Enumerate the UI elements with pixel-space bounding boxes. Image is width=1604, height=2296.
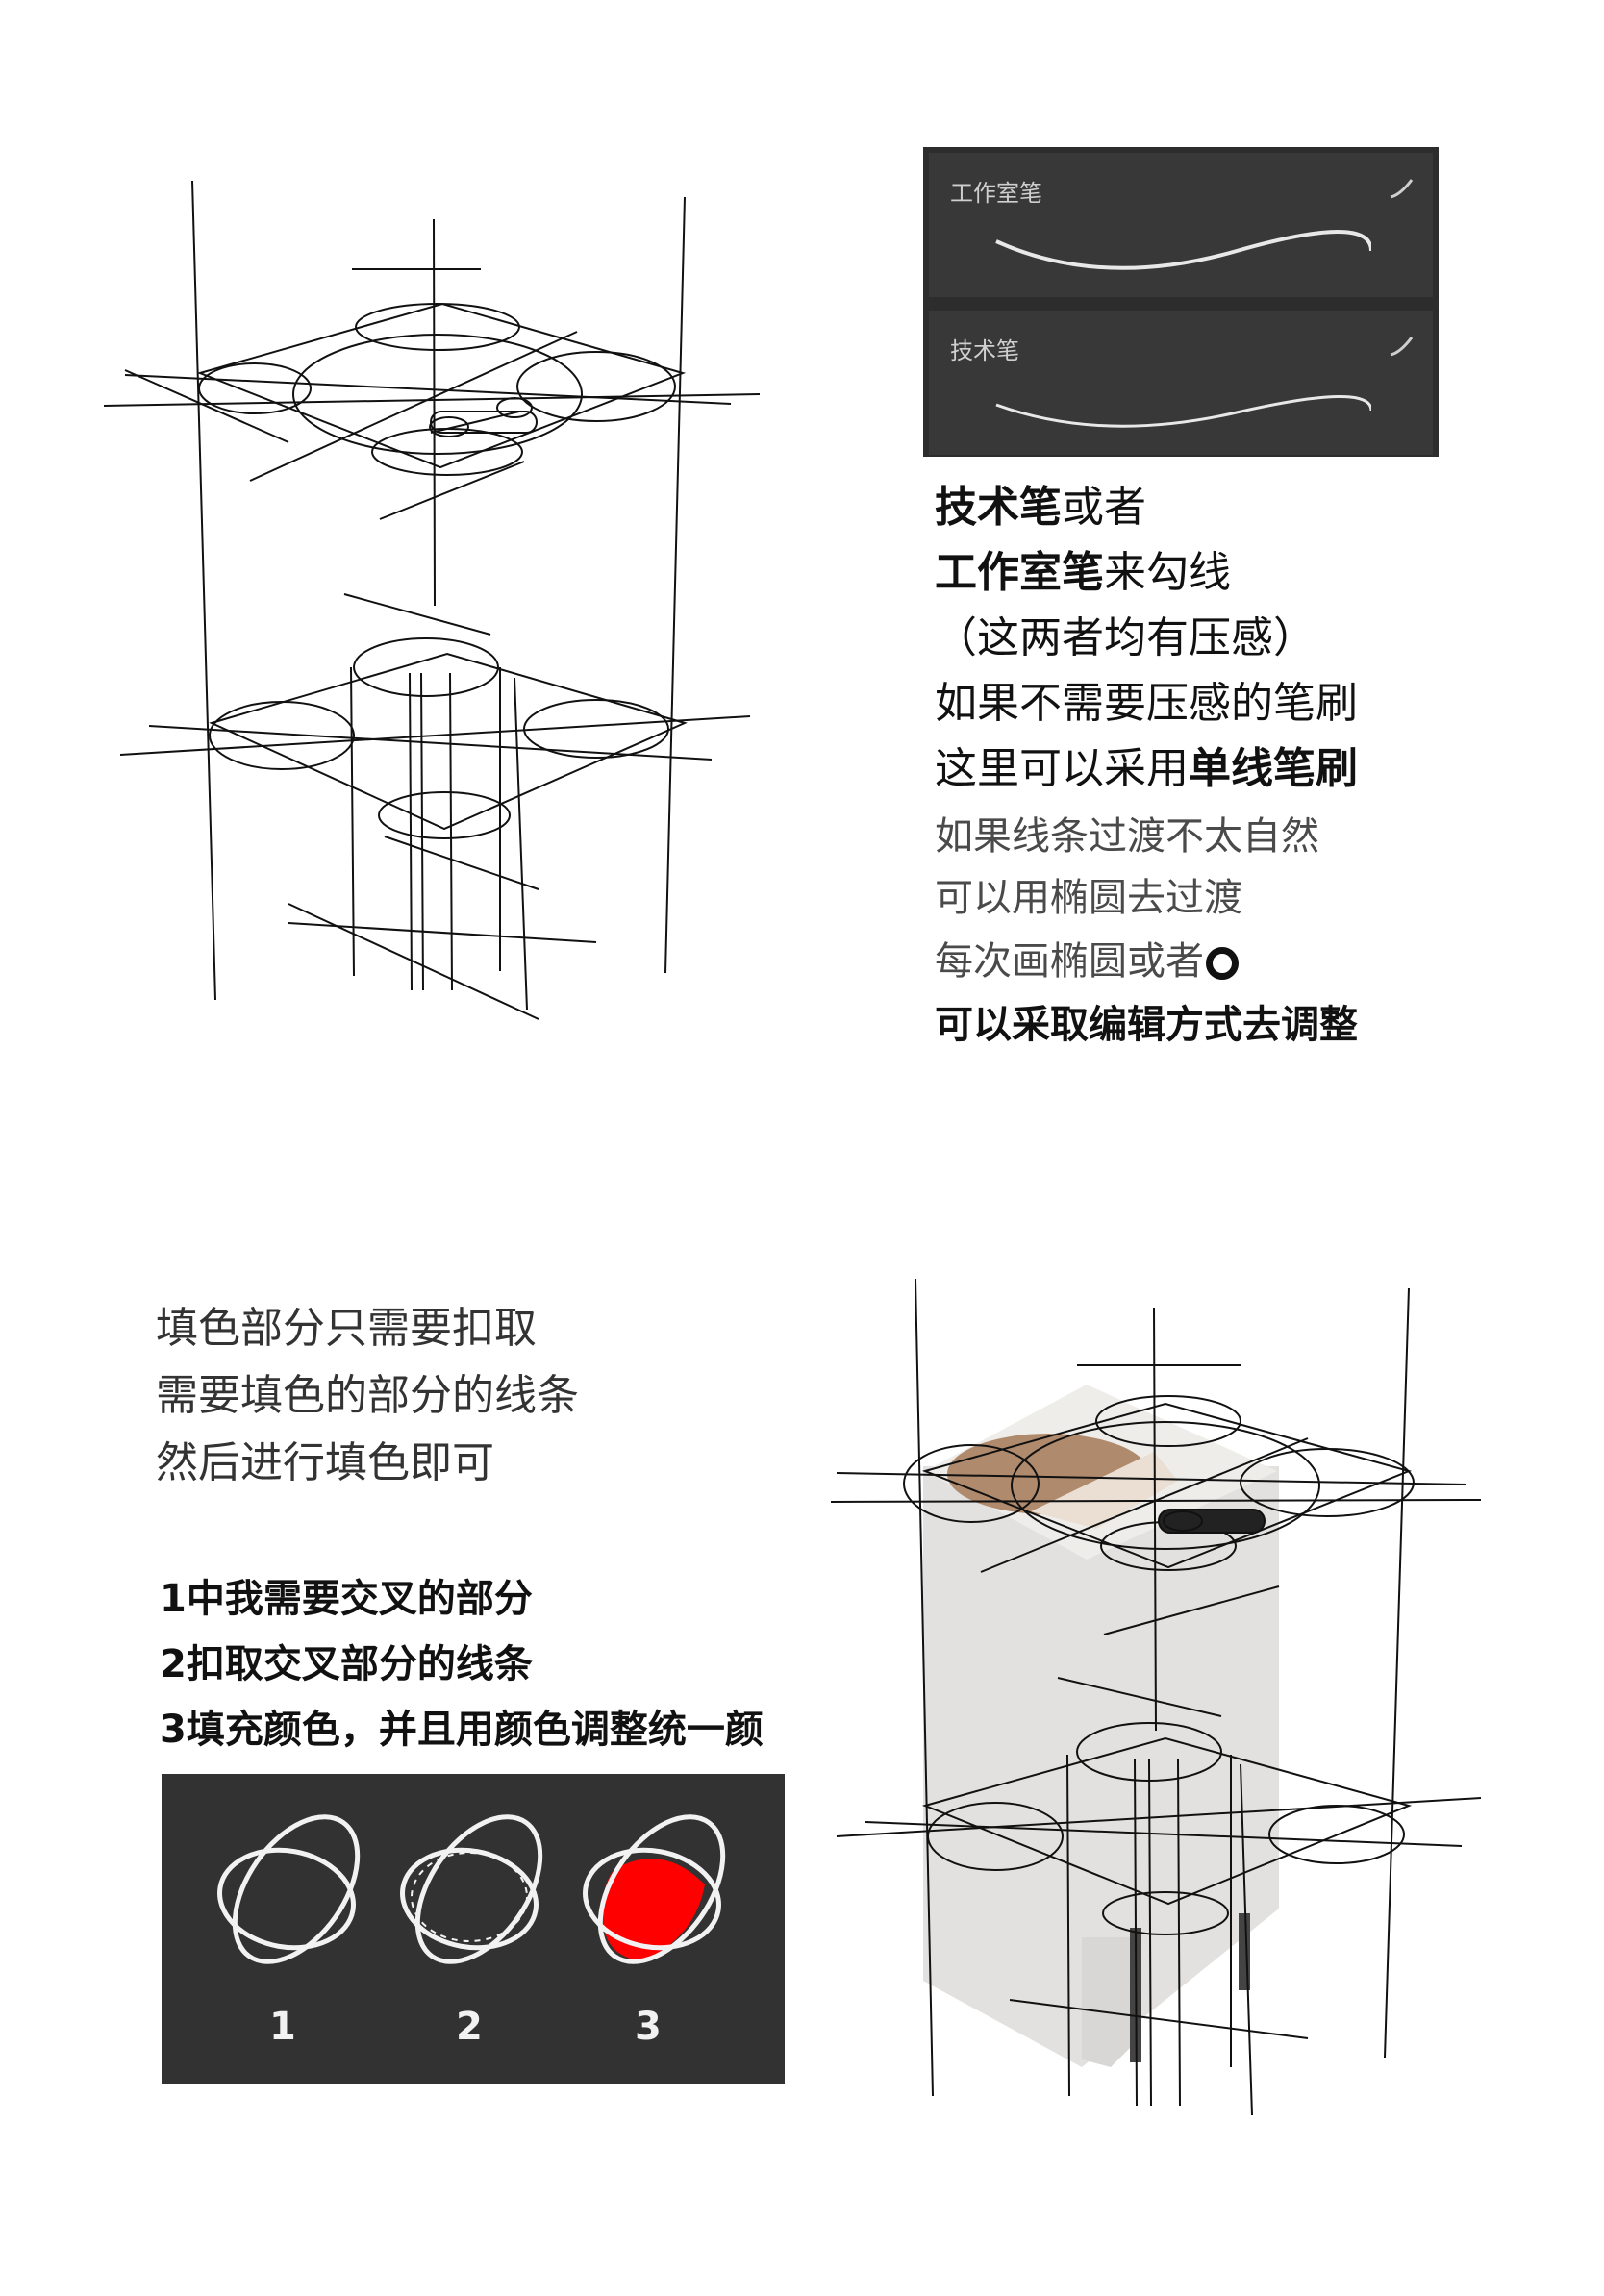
brush-name: 技术笔 — [950, 337, 1019, 364]
fill-note-line: 然后进行填色即可 — [156, 1438, 494, 1487]
brush-library-panel: 工作室笔 技术笔 — [923, 147, 1439, 457]
step-line: 1中我需要交叉的部分 — [160, 1577, 533, 1621]
note-line: 如果不需要压感的笔刷 — [935, 679, 1358, 728]
note-line: 工作室笔来勾线 — [935, 548, 1231, 597]
demo-ellipses-1 — [217, 1814, 361, 1964]
note-line: （这两者均有压感） — [935, 613, 1316, 662]
line-sketch-top — [103, 180, 761, 1020]
brush-item-studio[interactable]: 工作室笔 — [929, 153, 1433, 297]
demo-ellipses-3 — [583, 1814, 726, 1964]
note-line: 每次画椭圆或者 — [935, 929, 1239, 994]
brush-stroke-preview — [995, 395, 1371, 428]
note-line: 这里可以采用单线笔刷 — [935, 744, 1358, 793]
demo-label: 1 — [269, 2005, 296, 2049]
brush-item-technical[interactable]: 技术笔 — [929, 311, 1433, 455]
brush-tip-icon — [1390, 337, 1414, 357]
demo-ellipses-2 — [400, 1814, 543, 1964]
fill-note-line: 需要填色的部分的线条 — [156, 1371, 579, 1420]
brush-tip-icon — [1390, 179, 1414, 199]
step-line: 2扣取交叉部分的线条 — [160, 1642, 533, 1686]
note-line: 可以采取编辑方式去调整 — [935, 1003, 1358, 1047]
demo-label: 2 — [456, 2005, 483, 2049]
note-line: 可以用椭圆去过渡 — [935, 876, 1242, 920]
filled-sketch-bottom — [830, 1278, 1482, 2116]
note-line: 技术笔或者 — [935, 483, 1146, 532]
ellipse-tool-icon — [1206, 947, 1239, 980]
step-line: 3填充颜色，并且用颜色调整统一颜 — [160, 1708, 764, 1752]
brush-name: 工作室笔 — [950, 180, 1042, 207]
note-line: 如果线条过渡不太自然 — [935, 814, 1319, 859]
fill-note-line: 填色部分只需要扣取 — [156, 1304, 537, 1353]
demo-label: 3 — [635, 2005, 662, 2049]
brush-stroke-preview — [995, 230, 1371, 270]
fill-demo-panel: 1 2 3 — [162, 1774, 785, 2084]
